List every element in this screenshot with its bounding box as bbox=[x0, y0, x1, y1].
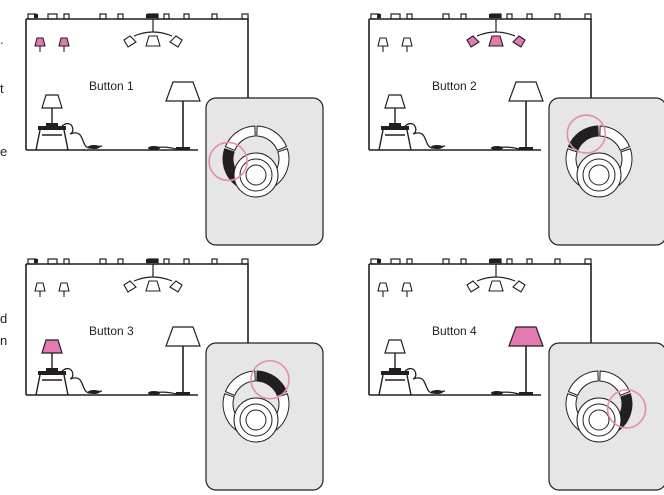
ceiling-track bbox=[27, 258, 249, 265]
ceiling-track bbox=[27, 13, 249, 20]
remote-button-top-right bbox=[256, 125, 288, 152]
chandelier bbox=[123, 19, 183, 48]
cord-plug bbox=[431, 390, 443, 394]
table-lamp bbox=[384, 94, 406, 126]
wall-lamp bbox=[34, 37, 46, 52]
chandelier bbox=[466, 264, 526, 293]
lamp-cord bbox=[404, 122, 446, 149]
scene-drawing bbox=[368, 13, 664, 246]
table-lamp bbox=[384, 339, 406, 371]
wall-lamp bbox=[34, 282, 46, 297]
remote-control-card bbox=[205, 97, 324, 246]
remote-dial-center bbox=[588, 409, 610, 431]
side-text-fragment: n bbox=[0, 333, 8, 348]
table-lamp bbox=[41, 94, 63, 126]
cord-plug bbox=[491, 146, 503, 150]
chandelier bbox=[466, 19, 526, 48]
cord-plug bbox=[148, 146, 160, 150]
wall-lamp bbox=[377, 282, 389, 297]
lamp-cord bbox=[61, 367, 103, 394]
scene-panel-3: Button 3 bbox=[25, 255, 346, 495]
button-label: Button 4 bbox=[432, 324, 477, 338]
scene-panel-4: Button 4 bbox=[368, 255, 664, 495]
remote-button-top-left bbox=[224, 370, 256, 397]
chandelier bbox=[123, 264, 183, 293]
remote-dial-center bbox=[245, 409, 267, 431]
side-table bbox=[378, 126, 412, 151]
ceiling-track bbox=[370, 13, 592, 20]
side-table bbox=[35, 126, 69, 151]
cord-plug bbox=[148, 391, 160, 395]
cord-plug bbox=[88, 390, 100, 394]
floor-lamp bbox=[508, 81, 544, 150]
side-table bbox=[378, 371, 412, 396]
highlight-circle bbox=[250, 359, 290, 400]
remote-dial-center bbox=[245, 164, 267, 186]
ceiling-track bbox=[370, 258, 592, 265]
side-text-fragment: . bbox=[0, 32, 4, 47]
scene-drawing bbox=[25, 13, 324, 246]
floor-lamp bbox=[165, 81, 201, 150]
scene-drawing bbox=[368, 258, 664, 491]
remote-dial-center bbox=[588, 164, 610, 186]
remote-control-card bbox=[548, 97, 664, 246]
highlight-circle bbox=[566, 114, 607, 154]
lamp-cord bbox=[404, 367, 446, 394]
wall-lamp bbox=[401, 282, 413, 297]
floor-lamp bbox=[508, 326, 544, 395]
remote-button-top-right bbox=[599, 370, 631, 397]
scene-panel-1: Button 1 bbox=[25, 10, 346, 250]
cord-plug bbox=[431, 145, 443, 149]
scene-panel-2: Button 2 bbox=[368, 10, 664, 250]
cord-plug bbox=[88, 145, 100, 149]
lamp-cord bbox=[61, 122, 103, 149]
cord-plug bbox=[491, 391, 503, 395]
highlight-circle bbox=[208, 141, 248, 182]
scene-drawing bbox=[25, 258, 324, 491]
highlight-circle bbox=[606, 389, 647, 429]
remote-button-top-left bbox=[567, 125, 599, 152]
remote-control-card bbox=[205, 342, 324, 491]
side-table bbox=[35, 371, 69, 396]
side-text-fragment: d bbox=[0, 311, 8, 326]
wall-lamp bbox=[401, 37, 413, 52]
wall-lamp bbox=[58, 282, 70, 297]
button-label: Button 3 bbox=[89, 324, 134, 338]
wall-lamp bbox=[58, 37, 70, 52]
side-text-fragment: e bbox=[0, 144, 8, 159]
wall-lamp bbox=[377, 37, 389, 52]
table-lamp bbox=[41, 339, 63, 371]
remote-control-card bbox=[548, 342, 664, 491]
button-label: Button 2 bbox=[432, 79, 477, 93]
remote-button-top-left bbox=[567, 370, 599, 397]
floor-lamp bbox=[165, 326, 201, 395]
button-label: Button 1 bbox=[89, 79, 134, 93]
side-text-fragment: t bbox=[0, 81, 4, 96]
